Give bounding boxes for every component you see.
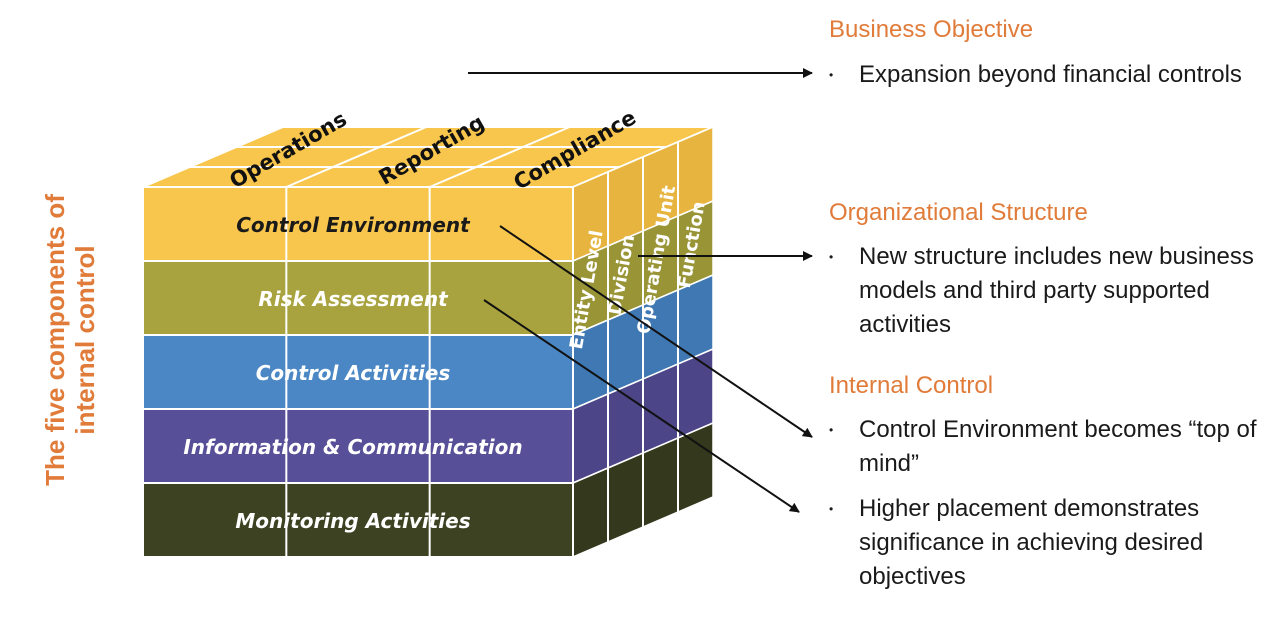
front-layer-2 (142, 334, 574, 410)
heading-organizational-structure: Organizational Structure (829, 199, 1088, 226)
layer-label-2: Control Activities (256, 361, 451, 385)
bullet-dot-icon: • (829, 68, 834, 82)
front-layer-3 (142, 408, 574, 484)
top-grid-line (285, 126, 427, 188)
cube-front-face (142, 186, 574, 558)
bullet-dot-icon: • (829, 250, 834, 264)
bullet-internal-control-2: • Higher placement demonstrates signific… (829, 492, 1269, 594)
bullet-organizational-structure-1: • New structure includes new business mo… (829, 240, 1269, 342)
arrow-control-environment (499, 225, 813, 438)
caption-line-1: The five components of (40, 194, 70, 486)
caption-line-2: internal control (70, 245, 100, 435)
cube-side-face (572, 125, 714, 559)
layer-label-0: Control Environment (236, 213, 471, 237)
front-layer-1 (142, 260, 574, 336)
connector-arrows (468, 68, 813, 513)
bullet-internal-control-1: • Control Environment becomes “top of mi… (829, 413, 1269, 481)
heading-business-objective: Business Objective (829, 16, 1034, 43)
arrow-higher-placement (483, 299, 800, 513)
layer-label-3: Information & Communication (183, 435, 522, 459)
vertical-caption: The five components of internal control (40, 170, 100, 510)
layer-label-4: Monitoring Activities (235, 509, 470, 533)
top-grid-line (429, 126, 571, 188)
bullet-dot-icon: • (829, 502, 834, 516)
layer-label-1: Risk Assessment (258, 287, 449, 311)
bullet-dot-icon: • (829, 423, 834, 437)
front-layer-4 (142, 482, 574, 558)
front-layer-0 (142, 186, 574, 262)
heading-internal-control: Internal Control (829, 372, 994, 399)
bullet-business-objective-1: • Expansion beyond financial controls (829, 58, 1269, 92)
